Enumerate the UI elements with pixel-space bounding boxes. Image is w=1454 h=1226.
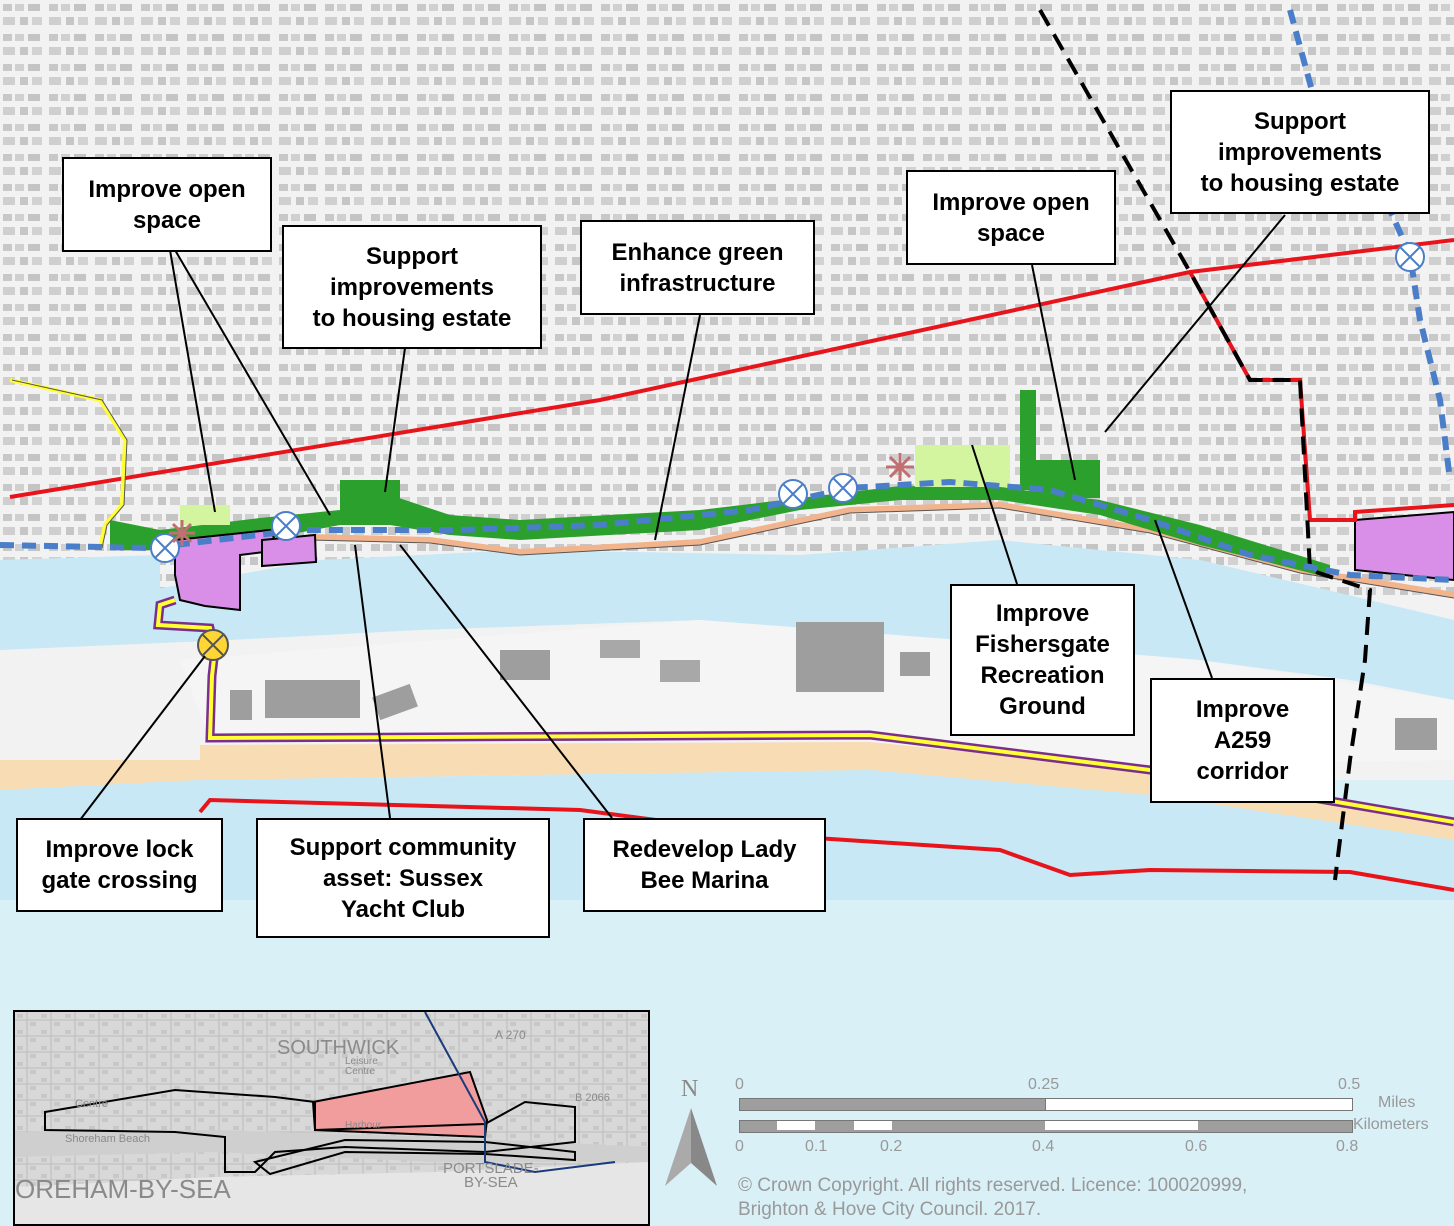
- port-building: [265, 680, 360, 718]
- inset-boundary-blue: [424, 1012, 616, 1174]
- inset-label-a270: A 270: [495, 1028, 526, 1042]
- port-building: [500, 650, 550, 680]
- scale-km-06: 0.6: [1185, 1138, 1208, 1155]
- harbour-inner: [0, 555, 160, 630]
- development-site-east: [1354, 510, 1454, 582]
- callout-redevelop-lady-bee[interactable]: Redevelop Lady Bee Marina: [583, 818, 826, 912]
- callout-improve-fishersgate[interactable]: Improve Fishersgate Recreation Ground: [950, 584, 1135, 736]
- development-site: [261, 533, 318, 568]
- promenade-outline: [309, 507, 1454, 599]
- inset-graphics: [15, 1012, 648, 1224]
- inset-label-shoreham: OREHAM-BY-SEA: [15, 1174, 231, 1204]
- port-building: [372, 683, 418, 721]
- port-building: [1395, 718, 1437, 750]
- scale-mile-0: 0: [735, 1076, 744, 1093]
- callout-enhance-green-infrastructure[interactable]: Enhance green infrastructure: [580, 220, 815, 315]
- open-space-west: [180, 505, 230, 525]
- crossing-icon: [778, 479, 808, 509]
- north-label: N: [681, 1076, 699, 1102]
- scale-km-04: 0.4: [1032, 1138, 1055, 1155]
- north-arrow-icon: [665, 1108, 717, 1186]
- inset-sea: [15, 1162, 648, 1224]
- inset-label-portslade: PORTSLADE- BY-SEA: [443, 1160, 539, 1191]
- crossing-icon: [1395, 242, 1425, 272]
- harbour-channel: [0, 540, 1454, 700]
- callout-improve-a259[interactable]: Improve A259 corridor: [1150, 678, 1335, 803]
- scale-km-01: 0.1: [805, 1138, 828, 1155]
- port-building: [660, 660, 700, 682]
- inset-label-centre: Centre: [75, 1098, 109, 1110]
- scale-km-unit: Kilometers: [1353, 1116, 1429, 1133]
- inset-locator-map[interactable]: SOUTHWICK OREHAM-BY-SEA PORTSLADE- BY-SE…: [13, 1010, 650, 1226]
- borough-boundary: [1038, 9, 1373, 881]
- callout-support-community-asset[interactable]: Support community asset: Sussex Yacht Cl…: [256, 818, 550, 938]
- green-estate-east: [1035, 460, 1100, 498]
- inset-area-outline: [252, 1138, 576, 1176]
- port-building: [600, 640, 640, 658]
- scale-bar: [739, 1098, 1353, 1143]
- scale-km-0: 0: [735, 1138, 744, 1155]
- crossing-icon: [828, 473, 858, 503]
- scale-km-02: 0.2: [880, 1138, 903, 1155]
- route-blue: [0, 478, 1454, 583]
- callout-improve-open-space-west[interactable]: Improve open space: [62, 157, 272, 252]
- asterisk-icon: [169, 520, 195, 546]
- green-infrastructure: [110, 486, 1330, 578]
- coastal-route-yellow: [155, 598, 1454, 824]
- port-building: [900, 652, 930, 676]
- scale-mile-025: 0.25: [1028, 1076, 1060, 1093]
- callout-support-housing-estate-west[interactable]: Support improvements to housing estate: [282, 225, 542, 349]
- crossing-icon: [150, 533, 180, 563]
- green-estate-west: [340, 480, 400, 510]
- development-site: [174, 528, 282, 612]
- lock-gate-crossing-icon: [197, 629, 229, 661]
- port-area: [180, 620, 1454, 765]
- yellow-route-outline: [11, 379, 128, 549]
- boundary-red: [9, 238, 1454, 499]
- callout-improve-lock-gate[interactable]: Improve lock gate crossing: [16, 818, 223, 912]
- scale-km-08: 0.8: [1336, 1138, 1359, 1155]
- callout-improve-open-space-east[interactable]: Improve open space: [906, 170, 1116, 265]
- leader-lines: [79, 214, 1286, 821]
- scale-miles-unit: Miles: [1378, 1094, 1416, 1111]
- open-space-fishersgate: [915, 445, 1010, 487]
- asterisk-icon: [886, 453, 914, 481]
- copyright-text: © Crown Copyright. All rights reserved. …: [738, 1175, 1248, 1220]
- inset-label-harbour: Harbour: [345, 1120, 382, 1131]
- inset-label-southwick: SOUTHWICK: [277, 1037, 400, 1059]
- crossing-icon: [271, 511, 301, 541]
- scale-mile-05: 0.5: [1338, 1076, 1361, 1093]
- inset-label-b2066: B 2066: [575, 1092, 610, 1104]
- boundary-red-sea: [198, 797, 1454, 892]
- inset-label-leisure-centre: Leisure Centre: [345, 1056, 378, 1077]
- port-building-large: [796, 622, 884, 692]
- green-estate-east: [1020, 390, 1036, 490]
- port-building: [230, 690, 252, 720]
- callout-support-housing-estate-east[interactable]: Support improvements to housing estate: [1170, 90, 1430, 214]
- inset-label-shoreham-beach: Shoreham Beach: [65, 1133, 150, 1145]
